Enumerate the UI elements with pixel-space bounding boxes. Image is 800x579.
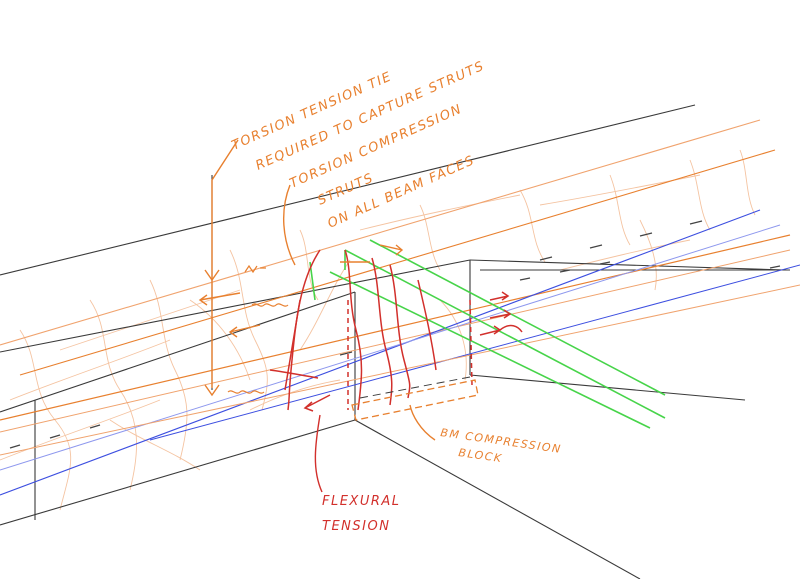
flexural-leader bbox=[314, 414, 323, 493]
orange-bar-top-1 bbox=[0, 119, 761, 346]
short-beam-bottom-edge bbox=[354, 419, 641, 579]
orange-leaders bbox=[198, 139, 436, 441]
beam-face-bottom-left bbox=[0, 419, 356, 526]
flexural-line2: TENSION bbox=[322, 519, 390, 534]
long-beam-top-back-edge bbox=[0, 104, 696, 276]
blue-bar-3 bbox=[149, 264, 800, 441]
orange-bar-low bbox=[0, 249, 791, 433]
flexural-line1: FLEXURAL bbox=[322, 494, 401, 509]
long-beam-bottom-back-edge bbox=[469, 259, 786, 271]
annotation-flexural-tension: FLEXURAL TENSION bbox=[322, 494, 401, 534]
orange-bar-bottom bbox=[0, 284, 800, 456]
centerline-dashes bbox=[9, 220, 781, 449]
green-stirrups bbox=[309, 239, 666, 429]
block-line2: BLOCK bbox=[458, 446, 504, 465]
longitudinal-bars bbox=[0, 119, 800, 496]
orange-bar-mid bbox=[0, 234, 791, 421]
red-crack-lines bbox=[269, 249, 473, 411]
compression-block bbox=[351, 376, 479, 421]
blue-bar-2 bbox=[0, 224, 781, 471]
scribble-marks bbox=[227, 264, 289, 394]
red-tension-arrows bbox=[303, 291, 523, 412]
blue-bar-1 bbox=[0, 209, 761, 496]
beam-face-left-top bbox=[0, 291, 356, 413]
annotation-compression-block: BM COMPRESSION BLOCK bbox=[440, 426, 563, 465]
orange-bar-top-2 bbox=[19, 149, 776, 376]
flexural-arrow bbox=[303, 394, 331, 412]
